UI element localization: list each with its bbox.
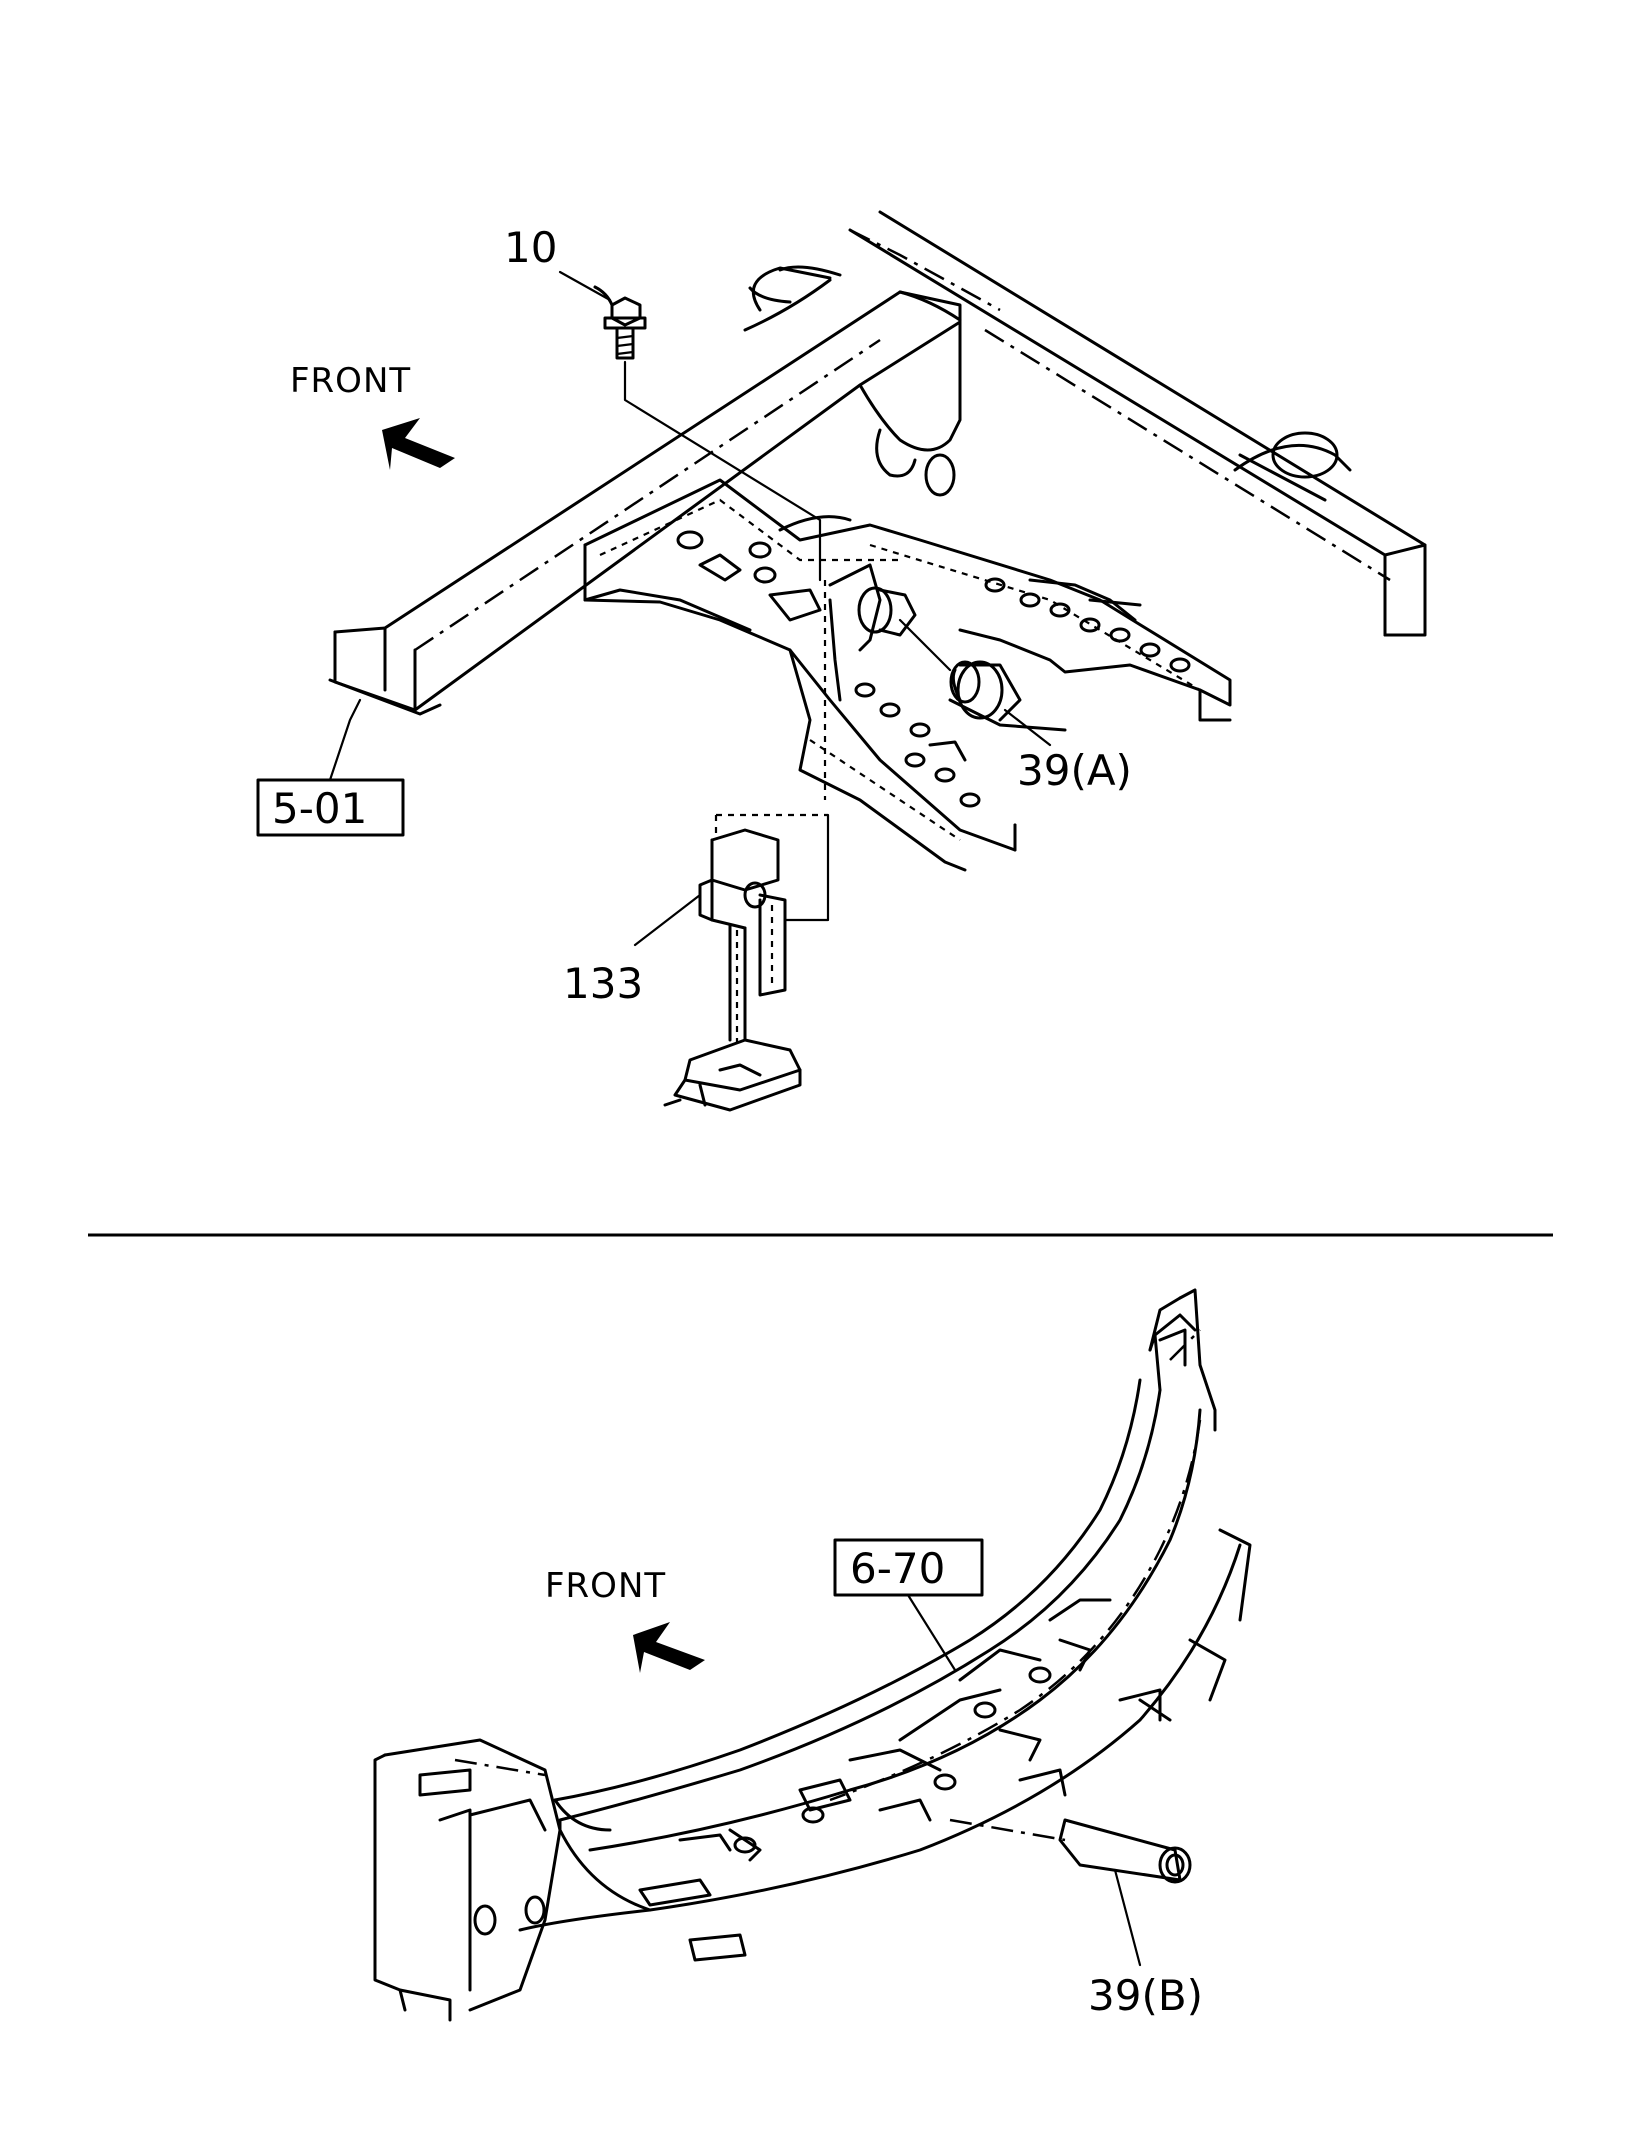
callout-10: 10 xyxy=(504,223,557,272)
jack-133 xyxy=(633,813,830,1112)
callout-39a: 39(A) xyxy=(1017,746,1132,795)
front-arrow-lower: FRONT xyxy=(545,1566,705,1673)
plug-39b xyxy=(949,1818,1192,1967)
ref-5-01-label: 5-01 xyxy=(272,784,367,833)
arrow-left-icon xyxy=(382,418,455,470)
bolt-10 xyxy=(558,270,647,360)
callout-39b: 39(B) xyxy=(1088,1971,1203,2020)
ref-6-70-label: 6-70 xyxy=(850,1544,945,1593)
callout-133: 133 xyxy=(563,959,643,1008)
plug-39a xyxy=(898,618,1052,747)
ref-box-5-01: 5-01 xyxy=(256,698,405,837)
left-frame-rail xyxy=(328,265,962,716)
crossmember xyxy=(583,478,1232,872)
front-label-upper: FRONT xyxy=(290,361,411,401)
ref-box-6-70: 6-70 xyxy=(833,1538,984,1672)
upper-assembly: FRONT 10 39(A) 133 5-01 xyxy=(256,210,1427,1112)
right-frame-rail xyxy=(848,210,1427,637)
arrow-left-icon xyxy=(633,1622,705,1673)
front-arrow-upper: FRONT xyxy=(290,361,455,470)
front-label-lower: FRONT xyxy=(545,1566,666,1606)
rear-side-member xyxy=(373,1288,1252,2022)
lower-assembly: FRONT 39(B) 6-70 xyxy=(373,1288,1252,2022)
bolt-guide-line xyxy=(623,360,822,582)
